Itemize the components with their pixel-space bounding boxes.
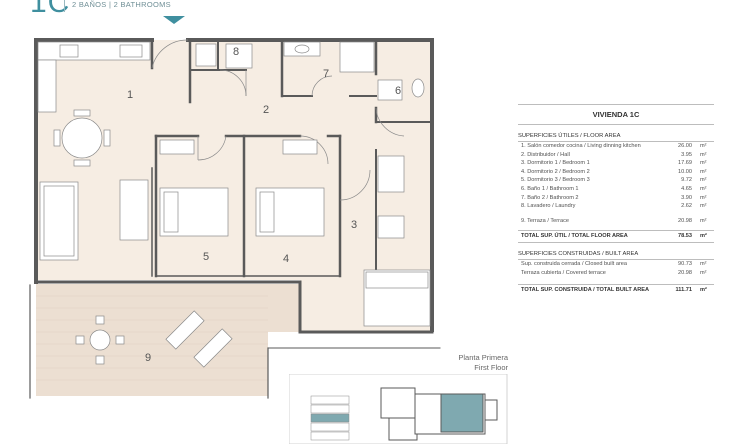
- doors: [151, 39, 405, 201]
- row-unit: m²: [700, 194, 707, 201]
- total-floor-row: TOTAL SUP. ÚTIL / TOTAL FLOOR AREA 78.53 m…: [518, 230, 714, 244]
- floor-plan: [29, 38, 441, 399]
- row-value: 17.69: [678, 160, 692, 167]
- header-divider: [64, 0, 65, 12]
- building-footprint: [380, 387, 498, 441]
- room-number-7: 7: [322, 68, 330, 80]
- row-value: 2.62: [681, 203, 692, 210]
- room-number-8: 8: [232, 46, 240, 58]
- terrace-row: 9. Terraza / Terrace 20.98 m²: [518, 217, 714, 226]
- table-row: Terraza cubierta / Covered terrace 20.98 m…: [518, 269, 714, 278]
- table-row: Sup. construida cerrada / Closed built a…: [518, 260, 714, 269]
- row-value: 10.00: [678, 168, 692, 175]
- row-value: 3.95: [681, 151, 692, 158]
- furniture: [37, 41, 431, 368]
- table-row: 7. Baño 2 / Bathroom 2 3.90 m²: [518, 194, 714, 203]
- table-row: 6. Baño 1 / Bathroom 1 4.65 m²: [518, 185, 714, 194]
- row-unit: m²: [700, 217, 707, 224]
- key-plan: [289, 374, 508, 444]
- row-value: 3.90: [681, 194, 692, 201]
- table-row: 3. Dormitorio 1 / Bedroom 1 17.69 m²: [518, 159, 714, 168]
- row-unit: m²: [700, 160, 707, 167]
- row-label: 3. Dormitorio 1 / Bedroom 1: [521, 160, 590, 167]
- table-row: 2. Distribuidor / Hall 3.95 m²: [518, 151, 714, 160]
- table-row: 8. Lavadero / Laundry 2.62 m²: [518, 202, 714, 211]
- built-area-header: SUPERFICIES CONSTRUIDAS / BUILT AREA: [518, 251, 714, 261]
- row-unit: m²: [700, 185, 707, 192]
- table-row: 4. Dormitorio 2 / Bedroom 2 10.00 m²: [518, 168, 714, 177]
- row-label: Terraza cubierta / Covered terrace: [521, 269, 606, 276]
- row-label: 6. Baño 1 / Bathroom 1: [521, 185, 579, 192]
- unit-code: 1C: [30, 0, 71, 19]
- row-value: 78.53: [678, 233, 692, 240]
- row-value: 20.98: [678, 217, 692, 224]
- row-label: TOTAL SUP. ÚTIL / TOTAL FLOOR AREA: [521, 233, 628, 240]
- entrance-marker: [163, 16, 185, 24]
- floor-label-en: First Floor: [474, 363, 508, 372]
- row-unit: m²: [700, 143, 707, 149]
- table-row: 1. Salón comedor cocina / Living dinning…: [518, 142, 714, 151]
- row-label: 4. Dormitorio 2 / Bedroom 2: [521, 168, 590, 175]
- row-unit: m²: [700, 203, 707, 210]
- row-unit: m²: [700, 233, 707, 240]
- floor-label-es: Planta Primera: [458, 353, 508, 362]
- area-table: VIVIENDA 1C SUPERFICIES ÚTILES / FLOOR A…: [518, 104, 714, 296]
- row-unit: m²: [700, 168, 707, 175]
- unit-subtitle: 2 BAÑOS | 2 BATHROOMS: [72, 0, 171, 9]
- row-unit: m²: [700, 269, 707, 276]
- row-unit: m²: [700, 286, 707, 293]
- room-number-9: 9: [144, 352, 152, 364]
- room-number-3: 3: [350, 219, 358, 231]
- row-label: 5. Dormitorio 3 / Bedroom 3: [521, 177, 590, 184]
- row-label: 7. Baño 2 / Bathroom 2: [521, 194, 579, 201]
- row-label: 8. Lavadero / Laundry: [521, 203, 576, 210]
- total-built-row: TOTAL SUP. CONSTRUIDA / TOTAL BUILT AREA…: [518, 283, 714, 296]
- room-number-5: 5: [202, 251, 210, 263]
- row-value: 9.72: [681, 177, 692, 184]
- row-unit: m²: [700, 177, 707, 184]
- room-number-4: 4: [282, 253, 290, 265]
- table-title: VIVIENDA 1C: [518, 104, 714, 125]
- key-plan-frame: [289, 374, 508, 444]
- row-value: 111.71: [675, 286, 693, 293]
- row-label: Sup. construida cerrada / Closed built a…: [521, 261, 628, 268]
- row-label: 1. Salón comedor cocina / Living dinning…: [521, 143, 641, 149]
- useful-area-header: SUPERFICIES ÚTILES / FLOOR AREA: [518, 133, 714, 142]
- building-section: [310, 395, 350, 441]
- row-label: 9. Terraza / Terrace: [521, 217, 569, 224]
- room-number-6: 6: [394, 85, 402, 97]
- row-unit: m²: [700, 151, 707, 158]
- table-row: 5. Dormitorio 3 / Bedroom 3 9.72 m²: [518, 176, 714, 185]
- row-label: 2. Distribuidor / Hall: [521, 151, 570, 158]
- row-value: 4.65: [681, 185, 692, 192]
- row-value: 90.73: [678, 261, 692, 268]
- highlighted-unit: [440, 393, 484, 433]
- row-unit: m²: [700, 261, 707, 268]
- room-number-2: 2: [262, 104, 270, 116]
- row-value: 20.98: [678, 269, 692, 276]
- floor-label: Planta Primera First Floor: [420, 353, 508, 373]
- row-value: 26.00: [678, 143, 692, 149]
- room-number-1: 1: [126, 89, 134, 101]
- header: 1C 2 BAÑOS | 2 BATHROOMS: [0, 0, 740, 22]
- row-label: TOTAL SUP. CONSTRUIDA / TOTAL BUILT AREA: [521, 286, 650, 293]
